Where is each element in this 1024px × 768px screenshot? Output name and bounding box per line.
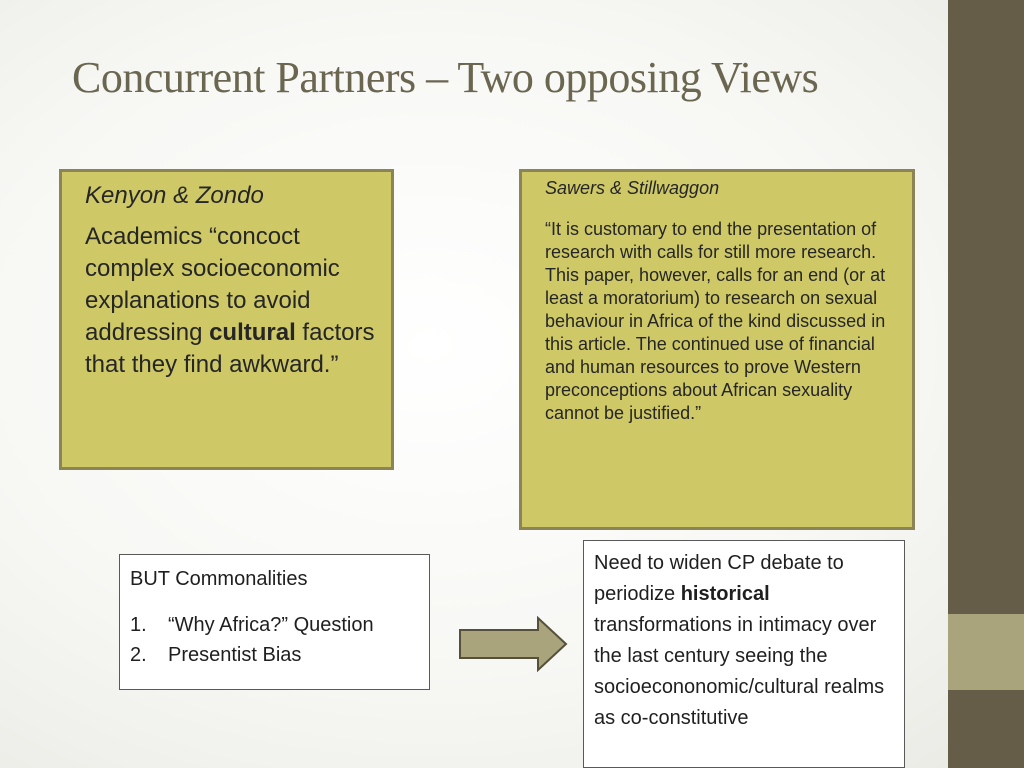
commonalities-heading: BUT Commonalities [130,568,308,590]
list-item-text: “Why Africa?” Question [168,614,374,636]
sawers-stillwaggon-box: Sawers & Stillwaggon “It is customary to… [519,169,915,530]
kenyon-zondo-box: Kenyon & Zondo Academics “concoct comple… [59,169,394,470]
conclusion-part-1: Need to widen CP debate to periodize [594,552,844,605]
slide-title: Concurrent Partners – Two opposing Views [72,53,819,102]
list-item: 1. “Why Africa?” Question [130,610,419,640]
left-box-quote: Academics “concoct complex socioeconomic… [85,221,381,381]
right-box-author: Sawers & Stillwaggon [545,178,720,198]
decorative-side-accent [948,614,1024,690]
list-item-number: 1. [130,614,147,636]
conclusion-box: Need to widen CP debate to periodize his… [583,540,905,768]
list-item-number: 2. [130,644,147,666]
right-arrow-icon [459,616,568,672]
conclusion-part-2: transformations in intimacy over the las… [594,614,885,729]
left-quote-emphasis: cultural [209,319,296,346]
commonalities-box: BUT Commonalities 1. “Why Africa?” Quest… [119,554,430,690]
list-item-text: Presentist Bias [168,644,302,666]
commonalities-list: 1. “Why Africa?” Question 2. Presentist … [130,610,419,670]
left-quote-part-2: factors that they find awkward.” [85,319,375,378]
right-box-quote: “It is customary to end the presentation… [545,219,886,423]
list-item: 2. Presentist Bias [130,640,419,670]
conclusion-emphasis: historical [680,583,770,605]
left-quote-part-1: Academics “concoct complex socioeconomic… [85,223,340,346]
left-box-author: Kenyon & Zondo [85,182,264,209]
